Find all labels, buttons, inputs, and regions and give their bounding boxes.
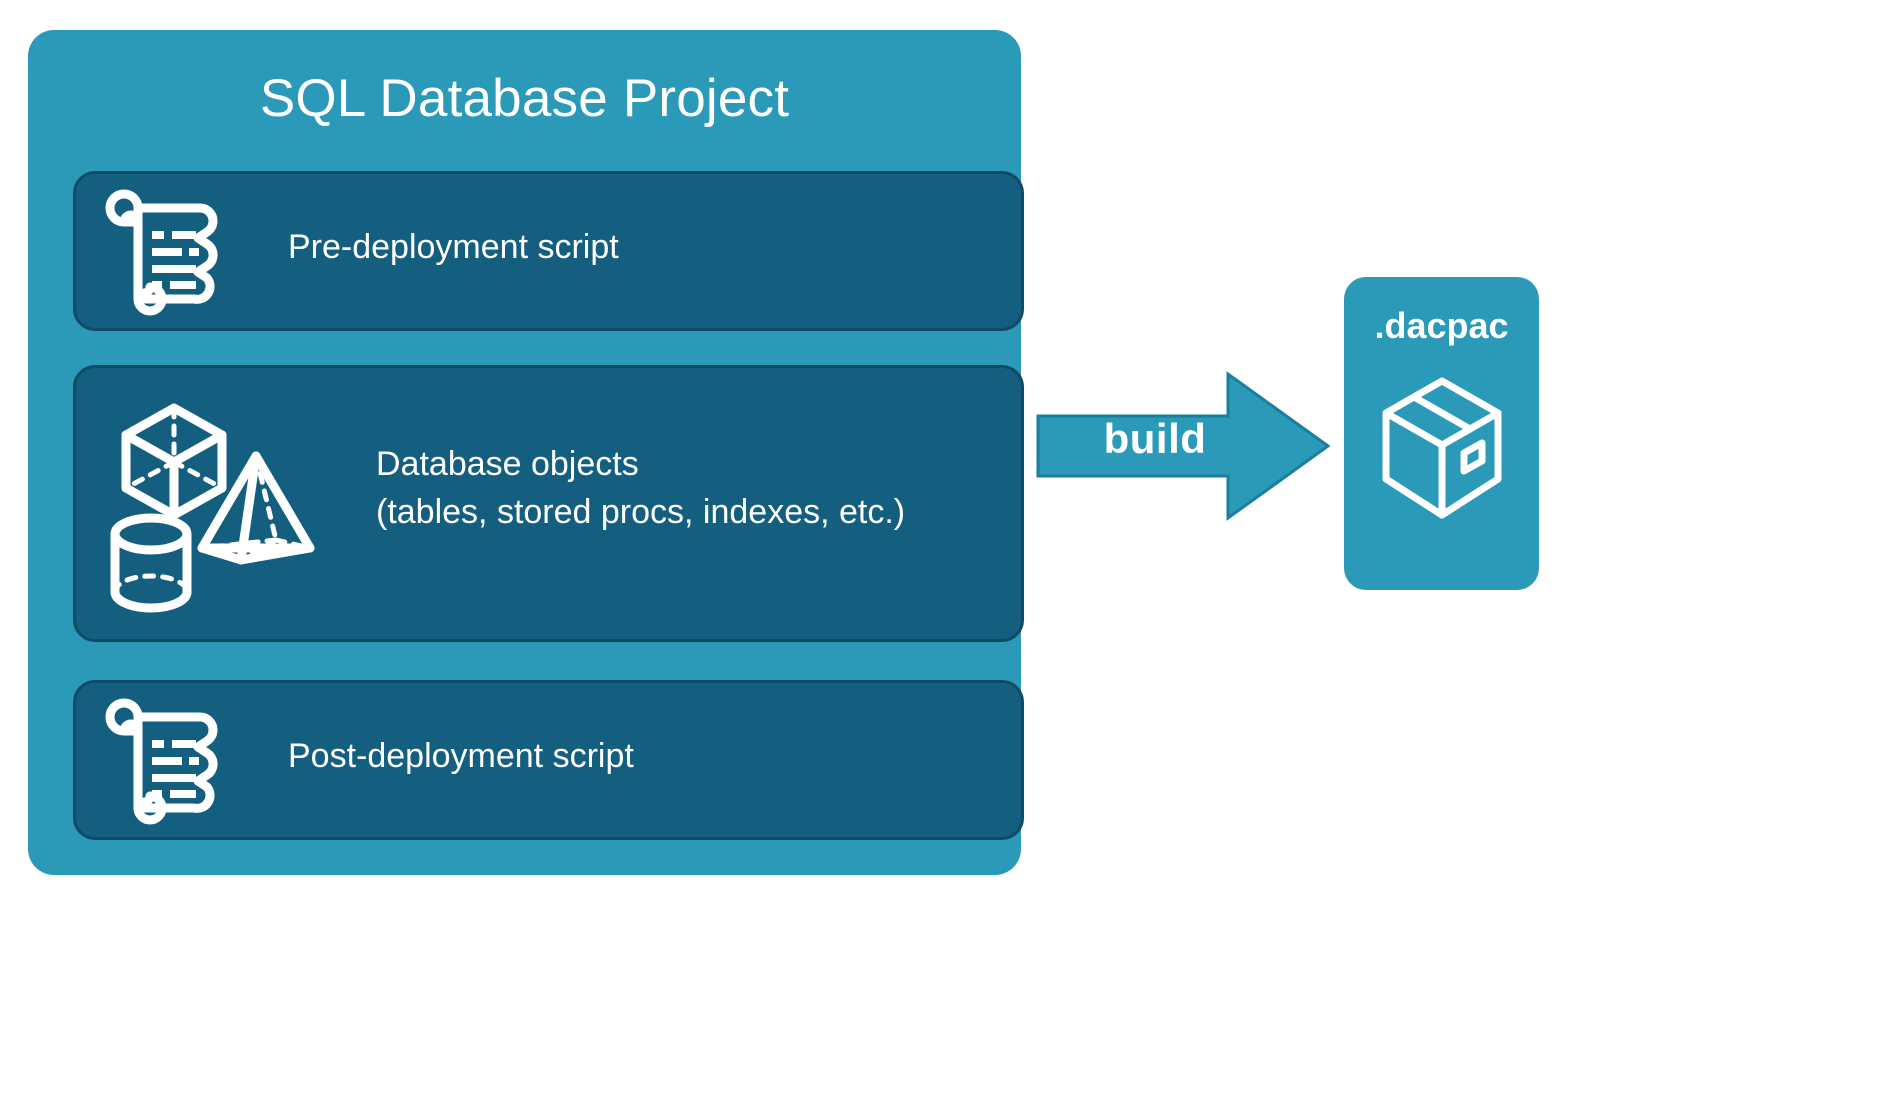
dacpac-title: .dacpac — [1374, 305, 1509, 346]
scroll-icon — [104, 698, 229, 825]
panel-pre-deployment[interactable]: Pre-deployment script — [73, 171, 1024, 331]
panel-database-objects[interactable]: Database objects (tables, stored procs, … — [73, 365, 1024, 642]
build-arrow-icon — [1036, 371, 1331, 521]
panel-database-objects-label: Database objects (tables, stored procs, … — [376, 445, 906, 532]
sql-database-project-card: SQL Database Project — [28, 30, 1024, 875]
panel-post-deployment-label: Post-deployment script — [288, 737, 634, 775]
project-title: SQL Database Project — [259, 69, 790, 128]
dacpac-output-card[interactable]: .dacpac — [1344, 277, 1539, 590]
3d-shapes-icon — [96, 388, 356, 628]
package-box-icon — [1372, 369, 1512, 529]
panel-pre-deployment-label: Pre-deployment script — [288, 228, 619, 266]
scroll-icon — [104, 189, 229, 316]
panel-post-deployment[interactable]: Post-deployment script — [73, 680, 1024, 840]
